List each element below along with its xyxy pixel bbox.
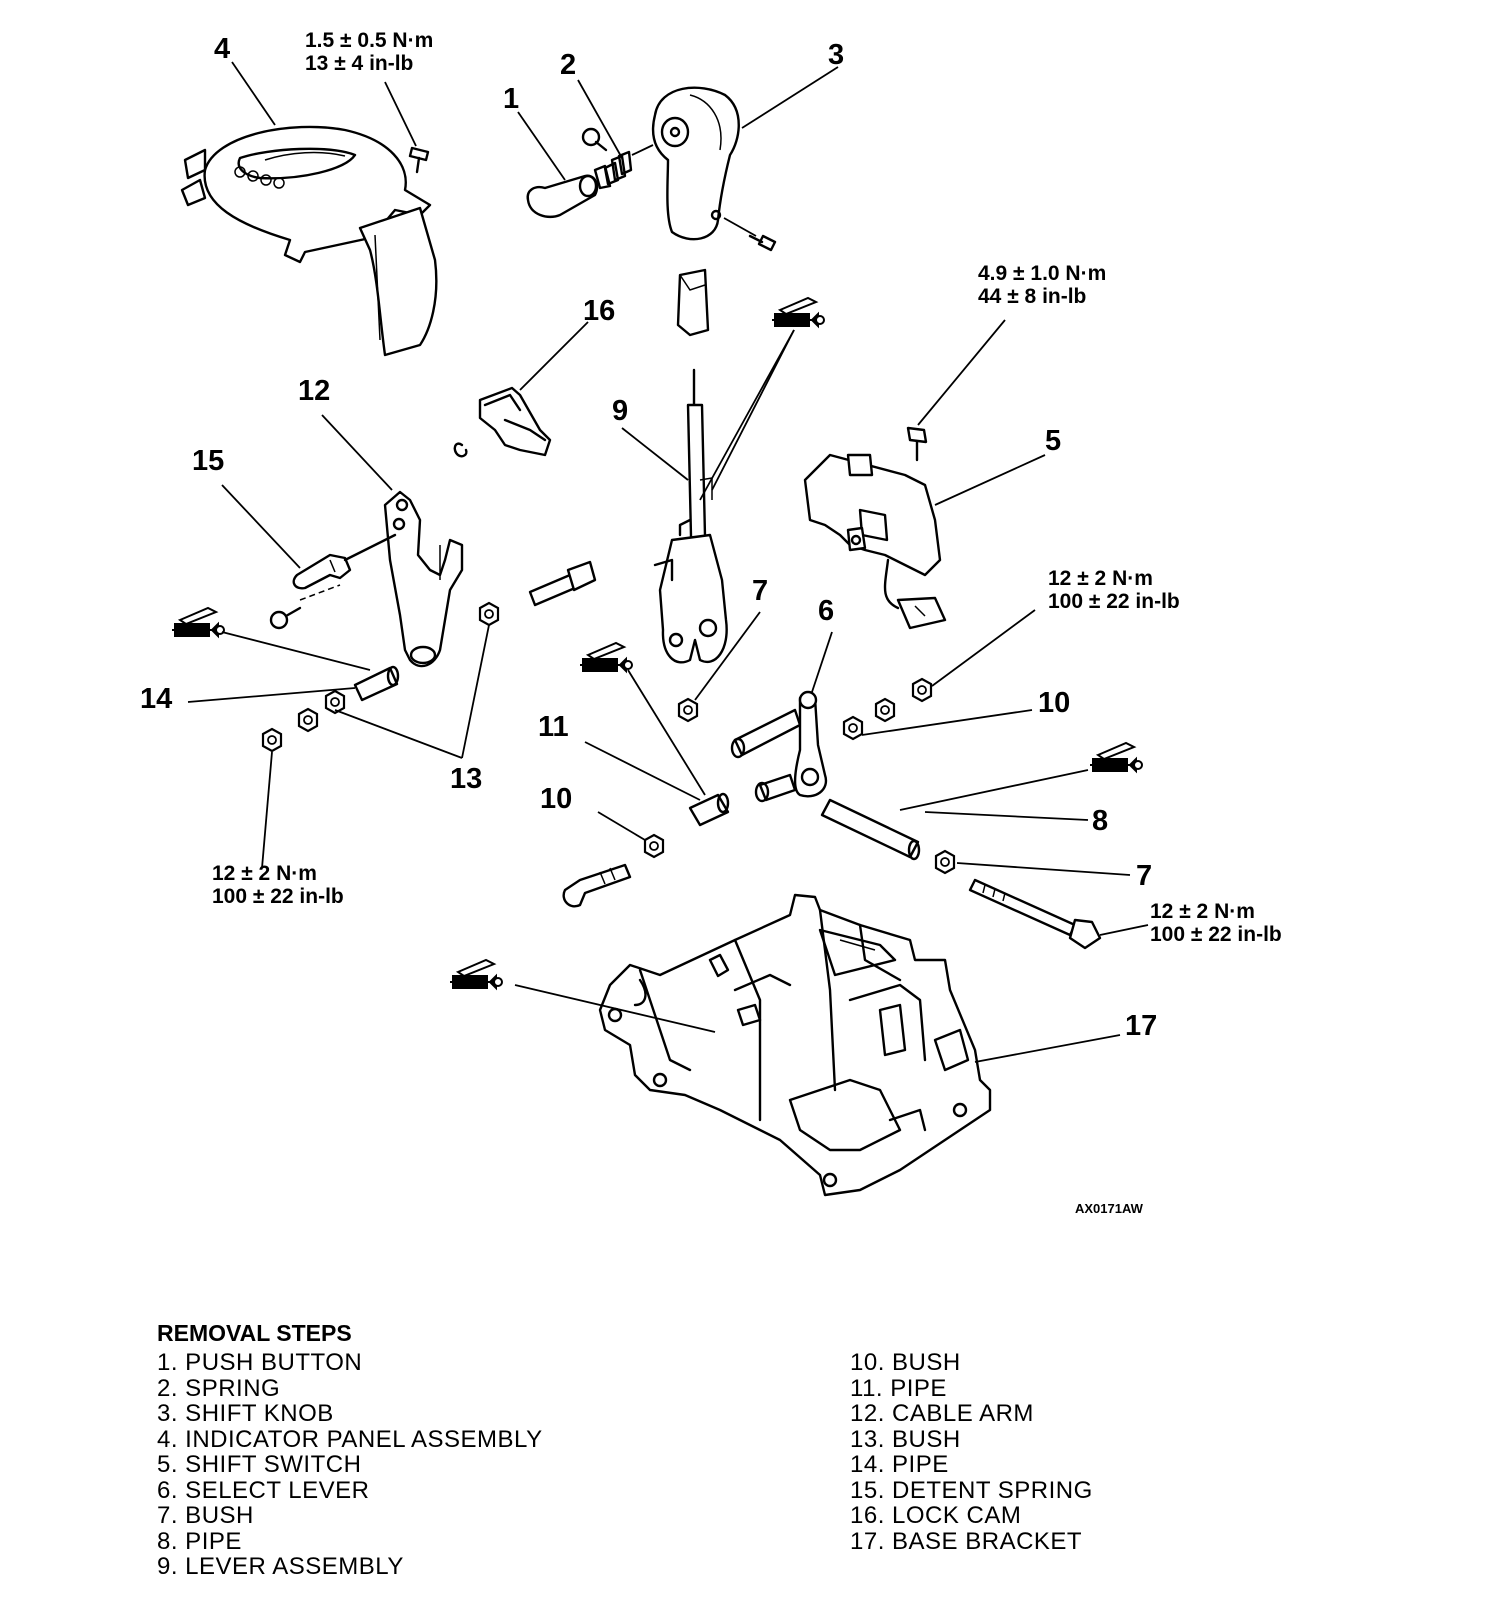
lock-cam-clip (453, 442, 468, 458)
bush-10b (842, 715, 864, 741)
legend-title: REMOVAL STEPS (157, 1320, 352, 1346)
shift-switch-bolt (906, 426, 928, 462)
legend-item: 11. PIPE (850, 1374, 947, 1402)
grease-symbol (579, 642, 633, 673)
pipe-8 (820, 798, 921, 861)
torque-spec-long-bolt: 12 ± 2 N·m 100 ± 22 in-lb (1150, 900, 1282, 946)
grease-symbol (171, 607, 225, 638)
legend-item: 15. DETENT SPRING (850, 1476, 1093, 1504)
callout-16: 16 (583, 295, 615, 327)
legend-item: 10. BUSH (850, 1349, 961, 1376)
pipe-11 (688, 792, 730, 827)
cable-arm (383, 490, 464, 668)
detent-spring-screw (269, 584, 341, 630)
callout-2: 2 (560, 49, 576, 81)
shift-switch (803, 453, 947, 630)
callout-6: 6 (818, 595, 834, 627)
callout-12: 12 (298, 375, 330, 407)
callout-4: 4 (214, 33, 230, 65)
pipe-14 (353, 665, 400, 702)
callout-9: 9 (612, 395, 628, 427)
bush-7a (677, 697, 699, 723)
torque-spec-left-nut: 12 ± 2 N·m 100 ± 22 in-lb (212, 862, 344, 908)
svg-text:12 ± 2 N·m: 12 ± 2 N·m (212, 862, 317, 885)
callout-3: 3 (828, 39, 844, 71)
legend-column-left: 1. PUSH BUTTON 2. SPRING 3. SHIFT KNOB 4… (157, 1350, 543, 1580)
legend-item: 4. INDICATOR PANEL ASSEMBLY (157, 1425, 543, 1453)
figure-code: AX0171AW (1075, 1201, 1144, 1216)
lock-cam (478, 386, 552, 457)
shift-knob (651, 86, 740, 241)
grease-symbol (1089, 742, 1143, 773)
callout-10-right: 10 (1038, 687, 1070, 719)
svg-text:100 ± 22 in-lb: 100 ± 22 in-lb (212, 885, 344, 908)
callout-11: 11 (538, 711, 569, 743)
legend-item: 6. SELECT LEVER (157, 1476, 370, 1504)
legend-item: 8. PIPE (157, 1527, 242, 1555)
torque-spec-indicator-screw: 1.5 ± 0.5 N·m 13 ± 4 in-lb (305, 29, 433, 75)
knob-wedge-insert (676, 268, 710, 337)
legend-item: 5. SHIFT SWITCH (157, 1451, 362, 1478)
callout-17: 17 (1125, 1010, 1157, 1042)
select-lever (730, 690, 828, 803)
svg-text:13 ± 4 in-lb: 13 ± 4 in-lb (305, 52, 413, 75)
lever-assembly (653, 368, 728, 664)
callout-10-left: 10 (540, 783, 572, 815)
callout-14: 14 (140, 683, 172, 715)
indicator-panel-screw (408, 146, 430, 174)
legend-item: 12. CABLE ARM (850, 1400, 1034, 1427)
pivot-bolt (528, 560, 597, 607)
legend-item: 14. PIPE (850, 1451, 949, 1478)
legend-item: 9. LEVER ASSEMBLY (157, 1553, 404, 1580)
long-bolt (968, 878, 1102, 950)
grease-symbol (449, 959, 503, 990)
legend-item: 16. LOCK CAM (850, 1502, 1022, 1529)
base-bracket (598, 893, 992, 1197)
svg-text:100 ± 22 in-lb: 100 ± 22 in-lb (1048, 590, 1180, 613)
knob-retaining-screw (581, 127, 608, 152)
legend-item: 13. BUSH (850, 1425, 961, 1453)
bush-13b (324, 689, 346, 715)
svg-text:1.5 ± 0.5 N·m: 1.5 ± 0.5 N·m (305, 29, 433, 52)
legend-item: 7. BUSH (157, 1502, 254, 1529)
legend-item: 2. SPRING (157, 1374, 281, 1402)
torque-spec-shift-switch-bolt: 4.9 ± 1.0 N·m 44 ± 8 in-lb (978, 262, 1106, 308)
bush-10a (643, 833, 665, 859)
grease-symbol (771, 297, 825, 328)
detent-spring (292, 533, 397, 590)
callout-5: 5 (1045, 425, 1061, 457)
svg-text:12 ± 2 N·m: 12 ± 2 N·m (1150, 900, 1255, 923)
legend-item: 17. BASE BRACKET (850, 1527, 1083, 1555)
left-bolt (562, 863, 632, 908)
callout-13: 13 (450, 763, 482, 795)
legend-item: 3. SHIFT KNOB (157, 1400, 334, 1427)
bush-13d (261, 727, 283, 753)
callout-7-lower: 7 (1136, 860, 1152, 892)
nut-right-1 (911, 677, 933, 703)
callout-8: 8 (1092, 805, 1108, 837)
nut-right-2 (874, 697, 896, 723)
spring (593, 150, 633, 190)
svg-text:44 ± 8 in-lb: 44 ± 8 in-lb (978, 285, 1086, 308)
bush-7b (934, 849, 956, 875)
knob-set-screw (748, 234, 777, 252)
svg-text:4.9 ± 1.0 N·m: 4.9 ± 1.0 N·m (978, 262, 1106, 285)
indicator-panel-assembly (180, 125, 438, 357)
bush-13c (297, 707, 319, 733)
push-button (526, 174, 599, 219)
bush-13a (478, 601, 500, 627)
svg-text:12 ± 2 N·m: 12 ± 2 N·m (1048, 567, 1153, 590)
svg-text:100 ± 22 in-lb: 100 ± 22 in-lb (1150, 923, 1282, 946)
legend-column-right: 10. BUSH 11. PIPE 12. CABLE ARM 13. BUSH… (850, 1350, 1093, 1554)
callout-15: 15 (192, 445, 224, 477)
legend-item: 1. PUSH BUTTON (157, 1349, 363, 1376)
callout-1: 1 (503, 83, 519, 115)
torque-spec-right-nut: 12 ± 2 N·m 100 ± 22 in-lb (1048, 567, 1180, 613)
callout-7-upper: 7 (752, 575, 768, 607)
